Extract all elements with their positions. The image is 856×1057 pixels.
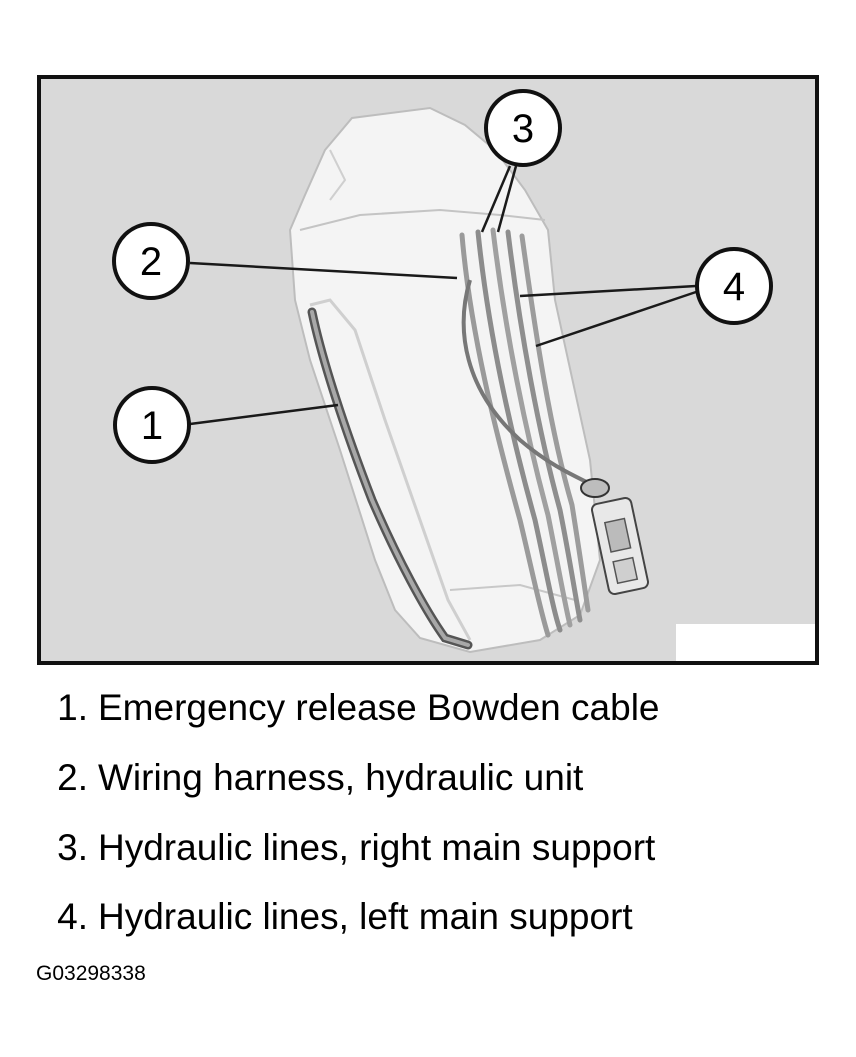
callout-3: 3 [484,89,562,167]
leader-line-2 [189,261,458,280]
callout-2-label: 2 [140,240,162,284]
callout-1-label: 1 [141,404,163,448]
leader-line-4b [535,290,697,348]
leader-line-4a [519,284,697,298]
corner-patch [676,624,815,661]
leader-line-3a [480,165,512,233]
bowden-cable [307,307,473,650]
legend-number: 2. [57,757,88,798]
legend-text: Wiring harness, hydraulic unit [98,757,584,798]
hydraulic-lines [459,227,591,638]
leader-lines [189,165,697,426]
legend-number: 4. [57,896,88,937]
legend-text: Emergency release Bowden cable [98,687,660,728]
legend-text: Hydraulic lines, left main support [98,896,633,937]
legend-text: Hydraulic lines, right main support [98,827,656,868]
wiring-harness [461,279,650,596]
component-diagram: 1 2 3 4 [37,75,819,665]
leader-line-1 [189,403,339,426]
legend-number: 1. [57,687,88,728]
callout-4-label: 4 [723,265,745,309]
callout-1: 1 [113,386,191,464]
callout-2: 2 [112,222,190,300]
legend-number: 3. [57,827,88,868]
leader-line-3b [496,165,518,233]
figure-id: G03298338 [36,962,146,985]
callout-3-label: 3 [512,107,534,151]
callout-4: 4 [695,247,773,325]
